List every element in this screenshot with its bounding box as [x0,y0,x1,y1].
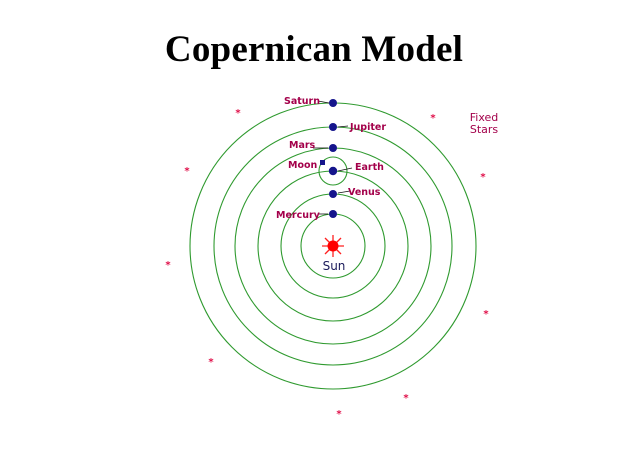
moon-body [320,160,325,165]
earth-label: Earth [355,162,384,173]
star-icon: * [480,172,486,183]
earth-planet [329,167,337,175]
star-icon: * [184,166,190,177]
moon-label: Moon [288,160,318,171]
star-icon: * [165,260,171,271]
mercury-planet [329,210,337,218]
earth-leader [338,168,352,171]
sun-icon [322,235,344,257]
star-icon: * [403,393,409,404]
saturn-planet [329,99,337,107]
venus-label: Venus [348,187,381,198]
jupiter-leader [338,126,348,127]
star-icon: * [336,409,342,420]
jupiter-label: Jupiter [349,122,386,133]
star-icon: * [208,357,214,368]
sun-label: Sun [323,259,346,273]
star-icon: * [235,108,241,119]
planet-labels: Saturn Jupiter Mars Moon Earth Venus Mer… [276,96,386,221]
planets [320,99,337,218]
fixed-stars-label-line2: Stars [470,123,499,136]
venus-planet [329,190,337,198]
mars-label: Mars [289,140,316,151]
star-icon: * [483,309,489,320]
jupiter-planet [329,123,337,131]
saturn-label: Saturn [284,96,320,107]
mars-planet [329,144,337,152]
mercury-label: Mercury [276,210,321,221]
star-icon: * [430,113,436,124]
